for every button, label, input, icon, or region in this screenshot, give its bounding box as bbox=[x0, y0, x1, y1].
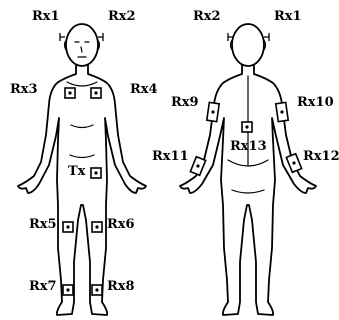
sensor-rx5-thigh-left bbox=[63, 222, 73, 232]
back-details bbox=[228, 76, 268, 193]
label-back-rx2: Rx2 bbox=[193, 9, 221, 24]
sensor-rx1-ear-left bbox=[60, 33, 65, 41]
label-front-rx5: Rx5 bbox=[29, 217, 57, 232]
sensor-rx6-thigh-right bbox=[92, 222, 102, 232]
sensor-rx2-ear-right bbox=[98, 33, 103, 41]
label-front-rx8: Rx8 bbox=[107, 279, 135, 294]
label-front-rx4: Rx4 bbox=[130, 82, 158, 97]
label-back-rx13: Rx13 bbox=[230, 139, 267, 154]
sensor-rx12-wrist-right bbox=[286, 154, 301, 173]
label-back-rx10: Rx10 bbox=[297, 95, 334, 110]
sensor-rx3-chest-left bbox=[65, 88, 75, 98]
sensor-rx1-ear-back-right bbox=[264, 33, 269, 41]
label-back-rx1: Rx1 bbox=[274, 9, 302, 24]
sensor-tx-waist bbox=[91, 168, 101, 178]
front-face bbox=[75, 42, 89, 57]
sensor-rx13-back bbox=[242, 122, 252, 132]
back-head bbox=[232, 24, 264, 66]
front-ears bbox=[65, 40, 100, 50]
sensor-rx9-upper-arm-left bbox=[207, 102, 219, 121]
label-front-rx7: Rx7 bbox=[29, 279, 57, 294]
front-head bbox=[66, 24, 98, 66]
back-ears bbox=[231, 40, 266, 50]
label-front-rx6: Rx6 bbox=[107, 217, 135, 232]
sensor-rx4-chest-right bbox=[91, 88, 101, 98]
sensor-rx8-ankle-right bbox=[92, 285, 102, 295]
label-front-rx2: Rx2 bbox=[108, 9, 136, 24]
label-front-rx1: Rx1 bbox=[32, 9, 60, 24]
front-body-outline bbox=[18, 65, 146, 315]
sensor-rx11-wrist-left bbox=[190, 157, 205, 176]
label-back-rx11: Rx11 bbox=[152, 149, 189, 164]
label-back-rx9: Rx9 bbox=[171, 95, 199, 110]
label-front-tx: Tx bbox=[68, 164, 86, 179]
label-front-rx3: Rx3 bbox=[10, 82, 38, 97]
sensor-rx7-ankle-left bbox=[63, 285, 73, 295]
label-back-rx12: Rx12 bbox=[303, 149, 339, 164]
sensor-rx10-upper-arm-right bbox=[276, 102, 288, 121]
